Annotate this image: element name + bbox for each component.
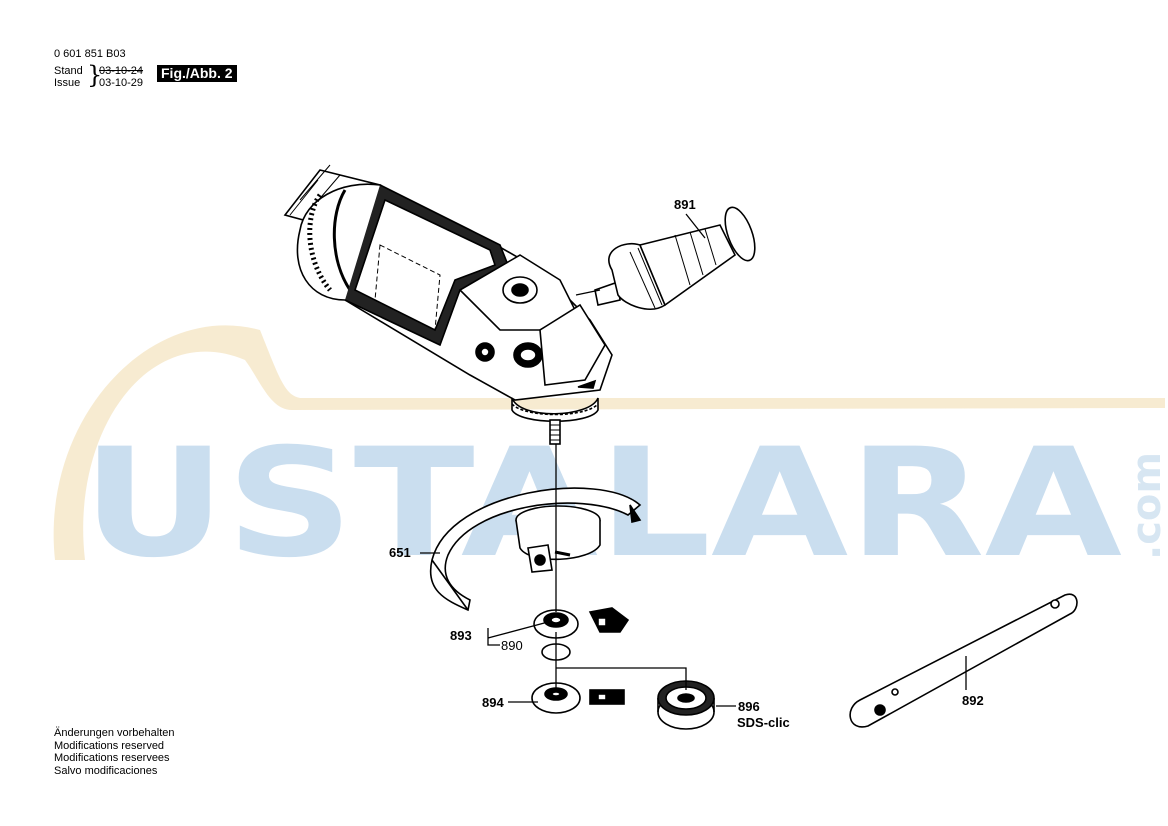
watermark-arc xyxy=(53,325,1166,560)
grinder-body xyxy=(283,164,613,445)
issue-date: 03-10-29 xyxy=(99,77,144,89)
document-number: 0 601 851 B03 xyxy=(54,48,126,60)
part-890: 890 xyxy=(501,638,523,653)
modification-notes: Änderungen vorbehalten Modifications res… xyxy=(54,727,174,777)
brace-glyph: } xyxy=(87,61,103,89)
part-892: 892 xyxy=(962,693,984,708)
note-english: Modifications reserved xyxy=(54,739,165,752)
note-spanish: Salvo modificaciones xyxy=(54,764,158,777)
clamping-nut xyxy=(531,682,625,714)
issue-label: Issue xyxy=(54,77,81,89)
stand-date: 03-10-24 xyxy=(99,65,144,77)
side-handle xyxy=(594,206,756,310)
part-896-name: SDS-clic xyxy=(737,715,790,730)
part-894: 894 xyxy=(482,695,504,710)
part-893: 893 xyxy=(450,628,472,643)
part-651: 651 xyxy=(389,545,411,560)
mounting-flange xyxy=(533,607,630,661)
watermark: USTALARA .com xyxy=(53,325,1168,591)
part-891: 891 xyxy=(674,197,696,212)
leader-lines xyxy=(420,213,967,707)
two-pin-spanner xyxy=(849,593,1078,728)
protective-guard xyxy=(429,487,642,612)
quick-clamping-nut xyxy=(657,680,715,730)
part-896: 896 xyxy=(738,699,760,714)
watermark-suffix: .com xyxy=(1124,452,1168,560)
note-german: Änderungen vorbehalten xyxy=(54,727,175,739)
figure-label: Fig./Abb. 2 xyxy=(157,65,237,82)
note-french: Modifications reservees xyxy=(54,752,170,764)
stand-label: Stand xyxy=(54,65,83,77)
